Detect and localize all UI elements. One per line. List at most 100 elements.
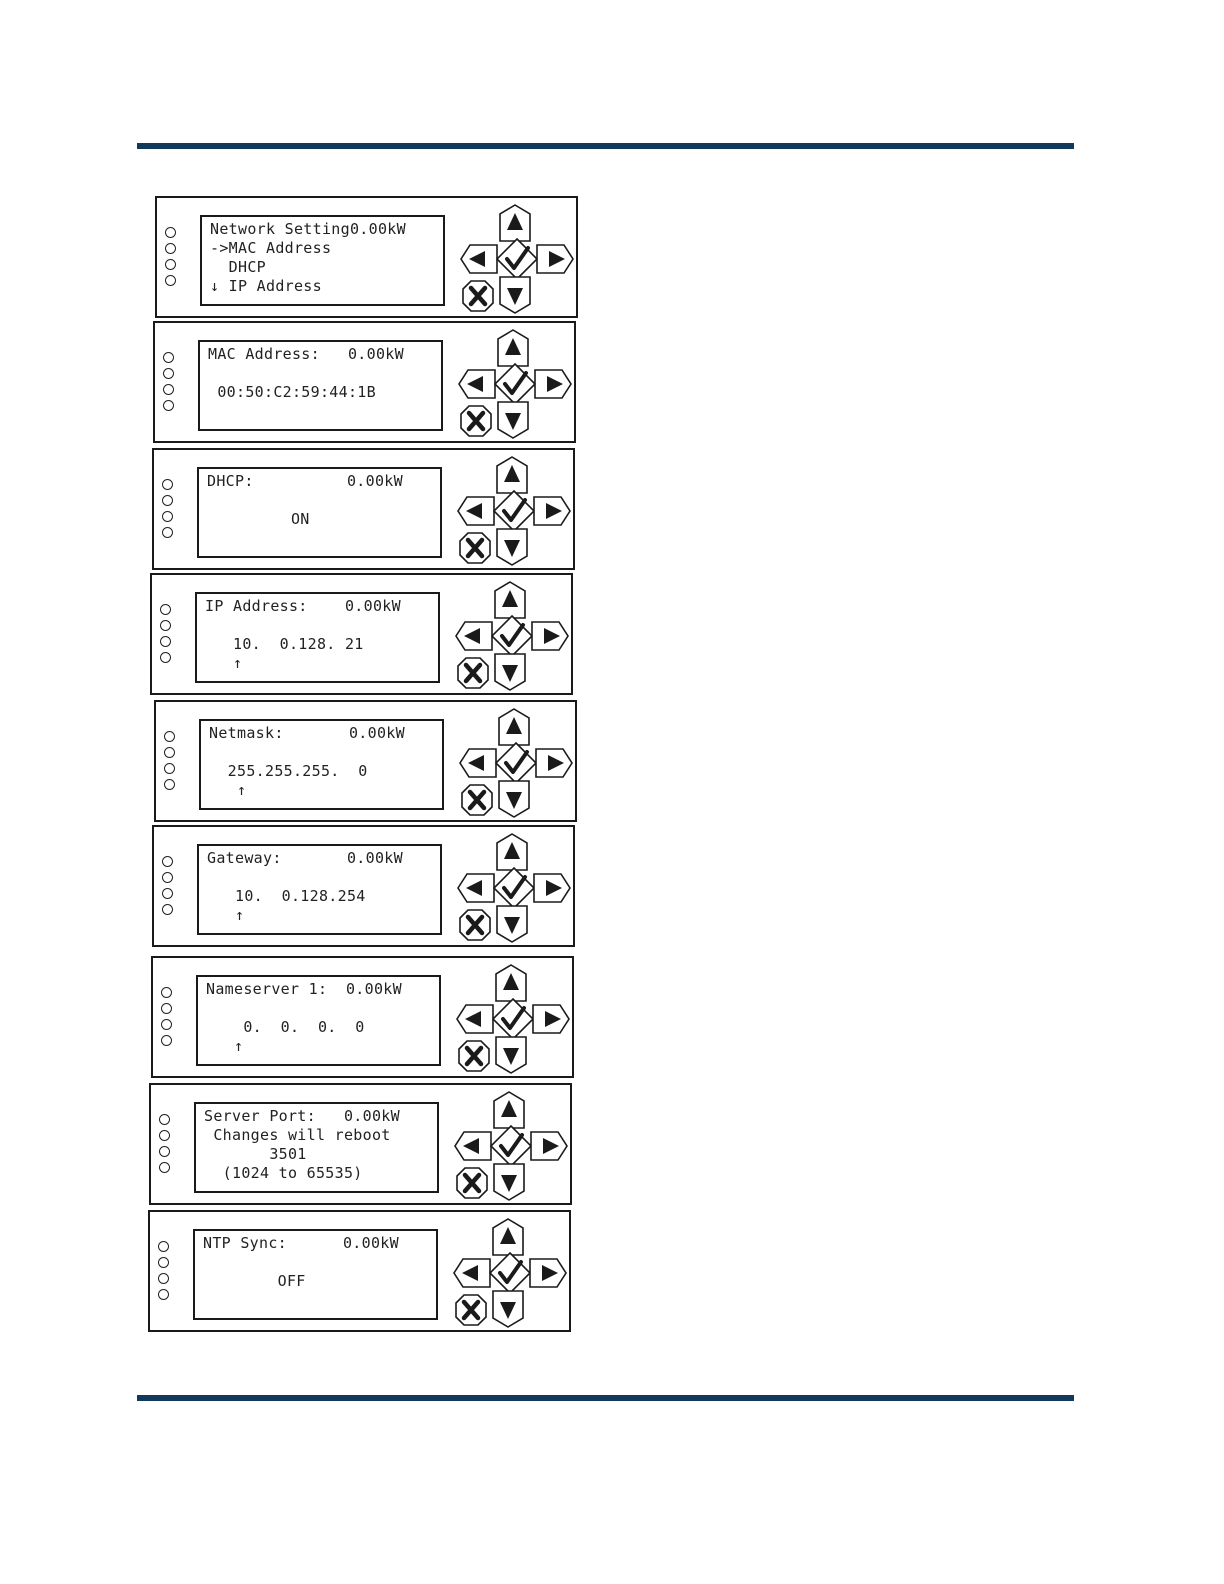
lcd-line: ↑ xyxy=(205,654,243,672)
arrow-right-icon[interactable] xyxy=(535,243,575,279)
lcd-screen: Network Setting0.00kW->MAC Address DHCP↓… xyxy=(200,215,445,306)
lcd-line: DHCP: 0.00kW xyxy=(207,472,403,490)
arrow-left-icon[interactable] xyxy=(457,368,497,404)
status-leds xyxy=(161,987,177,1051)
x-icon[interactable] xyxy=(454,1293,488,1331)
status-led-icon xyxy=(162,511,173,522)
lcd-line: 00:50:C2:59:44:1B xyxy=(208,383,376,401)
arrow-down-icon[interactable] xyxy=(495,904,529,948)
lcd-line: ↑ xyxy=(209,781,247,799)
status-led-icon xyxy=(162,495,173,506)
display-panel: Server Port: 0.00kW Changes will reboot … xyxy=(149,1083,572,1205)
lcd-screen: Gateway: 0.00kW 10. 0.128.254 ↑ xyxy=(197,844,442,935)
status-led-icon xyxy=(163,400,174,411)
checkmark-icon[interactable] xyxy=(492,866,536,914)
arrow-down-icon[interactable] xyxy=(491,1289,525,1333)
display-panel: Gateway: 0.00kW 10. 0.128.254 ↑ xyxy=(152,825,575,947)
lcd-line: ↑ xyxy=(207,906,245,924)
arrow-left-icon[interactable] xyxy=(455,1003,495,1039)
status-led-icon xyxy=(161,1035,172,1046)
navigation-keypad xyxy=(452,1215,570,1329)
arrow-right-icon[interactable] xyxy=(531,1003,571,1039)
arrow-left-icon[interactable] xyxy=(452,1257,492,1293)
status-leds xyxy=(162,856,178,920)
display-panel: Network Setting0.00kW->MAC Address DHCP↓… xyxy=(155,196,578,318)
checkmark-icon[interactable] xyxy=(495,237,539,285)
arrow-down-icon[interactable] xyxy=(498,275,532,319)
arrow-left-icon[interactable] xyxy=(456,872,496,908)
x-icon[interactable] xyxy=(458,908,492,946)
lcd-screen: NTP Sync: 0.00kW OFF xyxy=(193,1229,438,1320)
arrow-right-icon[interactable] xyxy=(533,368,573,404)
arrow-left-icon[interactable] xyxy=(459,243,499,279)
status-led-icon xyxy=(160,652,171,663)
lcd-line: Gateway: 0.00kW xyxy=(207,849,403,867)
status-led-icon xyxy=(160,636,171,647)
arrow-right-icon[interactable] xyxy=(532,495,572,531)
arrow-down-icon[interactable] xyxy=(496,400,530,444)
lcd-screen: MAC Address: 0.00kW 00:50:C2:59:44:1B xyxy=(198,340,443,431)
display-panel: MAC Address: 0.00kW 00:50:C2:59:44:1B xyxy=(153,321,576,443)
arrow-right-icon[interactable] xyxy=(532,872,572,908)
header-rule xyxy=(137,143,1074,149)
lcd-line: ON xyxy=(207,510,310,528)
status-led-icon xyxy=(160,604,171,615)
x-icon[interactable] xyxy=(457,1039,491,1077)
display-panel: DHCP: 0.00kW ON xyxy=(152,448,575,570)
status-led-icon xyxy=(163,352,174,363)
status-leds xyxy=(159,1114,175,1178)
status-led-icon xyxy=(163,384,174,395)
arrow-right-icon[interactable] xyxy=(528,1257,568,1293)
status-led-icon xyxy=(165,275,176,286)
lcd-screen: Nameserver 1: 0.00kW 0. 0. 0. 0 ↑ xyxy=(196,975,441,1066)
arrow-down-icon[interactable] xyxy=(495,527,529,571)
navigation-keypad xyxy=(453,1088,571,1202)
arrow-left-icon[interactable] xyxy=(456,495,496,531)
lcd-line: 10. 0.128.254 xyxy=(207,887,366,905)
status-led-icon xyxy=(165,227,176,238)
arrow-down-icon[interactable] xyxy=(494,1035,528,1079)
lcd-screen: IP Address: 0.00kW 10. 0.128. 21 ↑ xyxy=(195,592,440,683)
arrow-down-icon[interactable] xyxy=(492,1162,526,1206)
navigation-keypad xyxy=(459,201,577,315)
lcd-line: Server Port: 0.00kW xyxy=(204,1107,400,1125)
status-led-icon xyxy=(162,479,173,490)
status-led-icon xyxy=(162,527,173,538)
arrow-left-icon[interactable] xyxy=(458,747,498,783)
lcd-screen: Netmask: 0.00kW 255.255.255. 0 ↑ xyxy=(199,719,444,810)
display-panel: Nameserver 1: 0.00kW 0. 0. 0. 0 ↑ xyxy=(151,956,574,1078)
arrow-left-icon[interactable] xyxy=(454,620,494,656)
x-icon[interactable] xyxy=(458,531,492,569)
status-led-icon xyxy=(162,872,173,883)
x-icon[interactable] xyxy=(455,1166,489,1204)
arrow-down-icon[interactable] xyxy=(497,779,531,823)
checkmark-icon[interactable] xyxy=(489,1124,533,1172)
status-leds xyxy=(165,227,181,291)
arrow-right-icon[interactable] xyxy=(530,620,570,656)
display-panel: IP Address: 0.00kW 10. 0.128. 21 ↑ xyxy=(150,573,573,695)
x-icon[interactable] xyxy=(460,783,494,821)
x-icon[interactable] xyxy=(456,656,490,694)
footer-rule xyxy=(137,1395,1074,1401)
lcd-line: MAC Address: 0.00kW xyxy=(208,345,404,363)
lcd-line: 255.255.255. 0 xyxy=(209,762,368,780)
x-icon[interactable] xyxy=(459,404,493,442)
navigation-keypad xyxy=(456,453,574,567)
status-led-icon xyxy=(162,904,173,915)
lcd-line: 3501 xyxy=(204,1145,307,1163)
navigation-keypad xyxy=(458,705,576,819)
checkmark-icon[interactable] xyxy=(492,489,536,537)
arrow-right-icon[interactable] xyxy=(529,1130,569,1166)
arrow-left-icon[interactable] xyxy=(453,1130,493,1166)
status-leds xyxy=(164,731,180,795)
status-led-icon xyxy=(164,779,175,790)
arrow-right-icon[interactable] xyxy=(534,747,574,783)
arrow-up-icon[interactable] xyxy=(495,455,529,499)
status-leds xyxy=(162,479,178,543)
status-leds xyxy=(160,604,176,668)
lcd-line: Netmask: 0.00kW xyxy=(209,724,405,742)
navigation-keypad xyxy=(455,961,573,1075)
arrow-down-icon[interactable] xyxy=(493,652,527,696)
x-icon[interactable] xyxy=(461,279,495,317)
status-led-icon xyxy=(158,1289,169,1300)
